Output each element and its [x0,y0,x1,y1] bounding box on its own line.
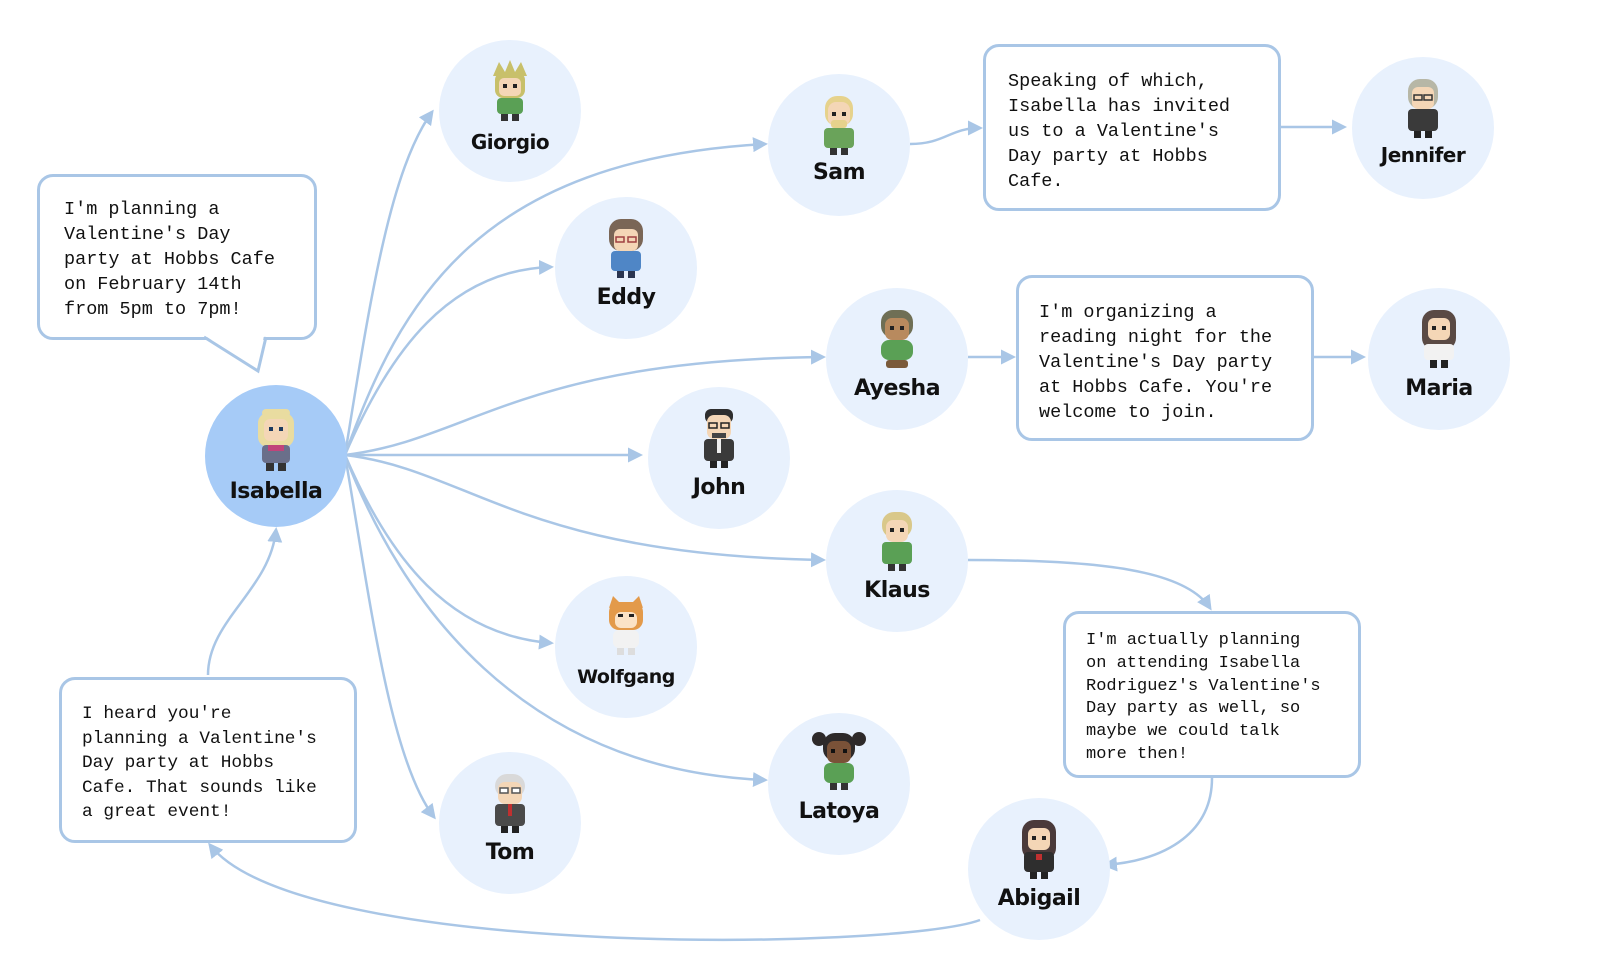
bubble-line: Cafe. [1008,171,1064,192]
latoya-name: Latoya [798,799,880,824]
giorgio-name: Giorgio [470,130,550,154]
bubble-klaus-abigail: I'm actually planning on attending Isabe… [1063,611,1361,778]
ayesha-avatar-icon [881,310,913,368]
edge-isabella-sam [343,137,768,456]
node-ayesha[interactable]: Ayesha [826,288,968,430]
sam-name: Sam [812,160,866,185]
node-tom[interactable]: Tom [439,752,581,894]
edge-bubble-isabella [206,527,283,676]
bubble-ayesha-maria: I'm organizing a reading night for the V… [1016,275,1314,441]
bubble-abigail-isabella: I heard you're planning a Valentine's Da… [59,677,357,843]
bubble-line: more then! [1086,744,1189,764]
edge-isabella-eddy [343,259,554,456]
edge-klaus-bubble [967,558,1212,611]
sam-avatar-icon [824,96,854,155]
node-jennifer[interactable]: Jennifer [1352,57,1494,199]
node-klaus[interactable]: Klaus [826,490,968,632]
isabella-name: Isabella [229,479,323,504]
bubble-line: Day party at Hobbs [1008,146,1208,167]
abigail-avatar-icon [1022,820,1056,879]
node-maria[interactable]: Maria [1368,288,1510,430]
isabella-avatar-icon [258,409,294,471]
bubble-line: party at Hobbs Cafe [64,249,275,270]
bubble-line: I'm actually planning [1086,631,1301,650]
bubble-line: Valentine's Day party [1039,352,1273,373]
john-avatar-icon [704,409,734,468]
klaus-name: Klaus [864,578,930,603]
wolfgang-name: Wolfgang [577,666,675,688]
node-sam[interactable]: Sam [768,74,910,216]
bubble-isabella-plan: I'm planning a Valentine's Day party at … [37,174,317,340]
bubble-line: from 5pm to 7pm! [64,299,242,320]
wolfgang-avatar-icon [609,596,643,655]
bubble-line: maybe we could talk [1086,722,1280,742]
node-abigail[interactable]: Abigail [968,798,1110,940]
node-isabella[interactable]: Isabella [205,385,347,527]
bubble-line: on February 14th [64,274,242,295]
ayesha-name: Ayesha [853,376,941,401]
bubble-line: a great event! [82,802,232,822]
bubble-line: Day party as well, so [1086,699,1301,719]
bubble-line: us to a Valentine's [1008,121,1219,142]
jennifer-avatar-icon [1408,79,1438,138]
bubble-line: reading night for the [1039,327,1273,348]
bubble-line: Cafe. That sounds like [82,777,317,798]
bubble-line: planning a Valentine's [82,728,317,749]
edge-bubble-abigail [1102,777,1214,872]
bubble-tail-icon [203,335,268,374]
node-wolfgang[interactable]: Wolfgang [555,576,697,718]
bubble-line: Valentine's Day [64,224,231,245]
edge-isabella-klaus [344,453,826,568]
edge-isabella-ayesha [344,349,826,457]
node-john[interactable]: John [648,387,790,529]
jennifer-name: Jennifer [1380,143,1466,167]
klaus-avatar-icon [882,512,912,571]
giorgio-avatar-icon [493,60,527,121]
edge-isabella-latoya [343,454,768,787]
bubble-line: I'm planning a [64,199,220,220]
latoya-avatar-icon [812,732,866,790]
tom-avatar-icon [495,774,525,833]
edge-sam-bubble [909,120,983,146]
abigail-name: Abigail [997,886,1081,911]
node-giorgio[interactable]: Giorgio [439,40,581,182]
edge-isabella-giorgio [343,109,434,456]
bubble-line: Isabella has invited [1008,96,1231,117]
bubble-line: I'm organizing a [1039,302,1217,323]
edge-isabella-tom [343,454,436,820]
bubble-line: Day party at Hobbs [82,753,275,773]
john-name: John [692,475,746,500]
bubble-line: I heard you're [82,704,232,724]
node-latoya[interactable]: Latoya [768,713,910,855]
edge-abigail-bubble [208,842,981,942]
eddy-avatar-icon [609,219,643,278]
bubble-line: at Hobbs Cafe. You're [1039,377,1273,398]
bubble-sam-jennifer: Speaking of which, Isabella has invited … [983,44,1281,211]
bubble-line: on attending Isabella [1086,653,1301,673]
node-eddy[interactable]: Eddy [555,197,697,339]
bubble-line: welcome to join. [1039,402,1217,423]
bubble-line: Rodriguez's Valentine's [1086,676,1321,696]
eddy-name: Eddy [596,285,656,310]
edge-isabella-wolfgang [343,454,554,650]
maria-name: Maria [1405,376,1473,401]
bubble-line: Speaking of which, [1008,71,1208,92]
tom-name: Tom [485,840,535,865]
maria-avatar-icon [1422,310,1456,368]
